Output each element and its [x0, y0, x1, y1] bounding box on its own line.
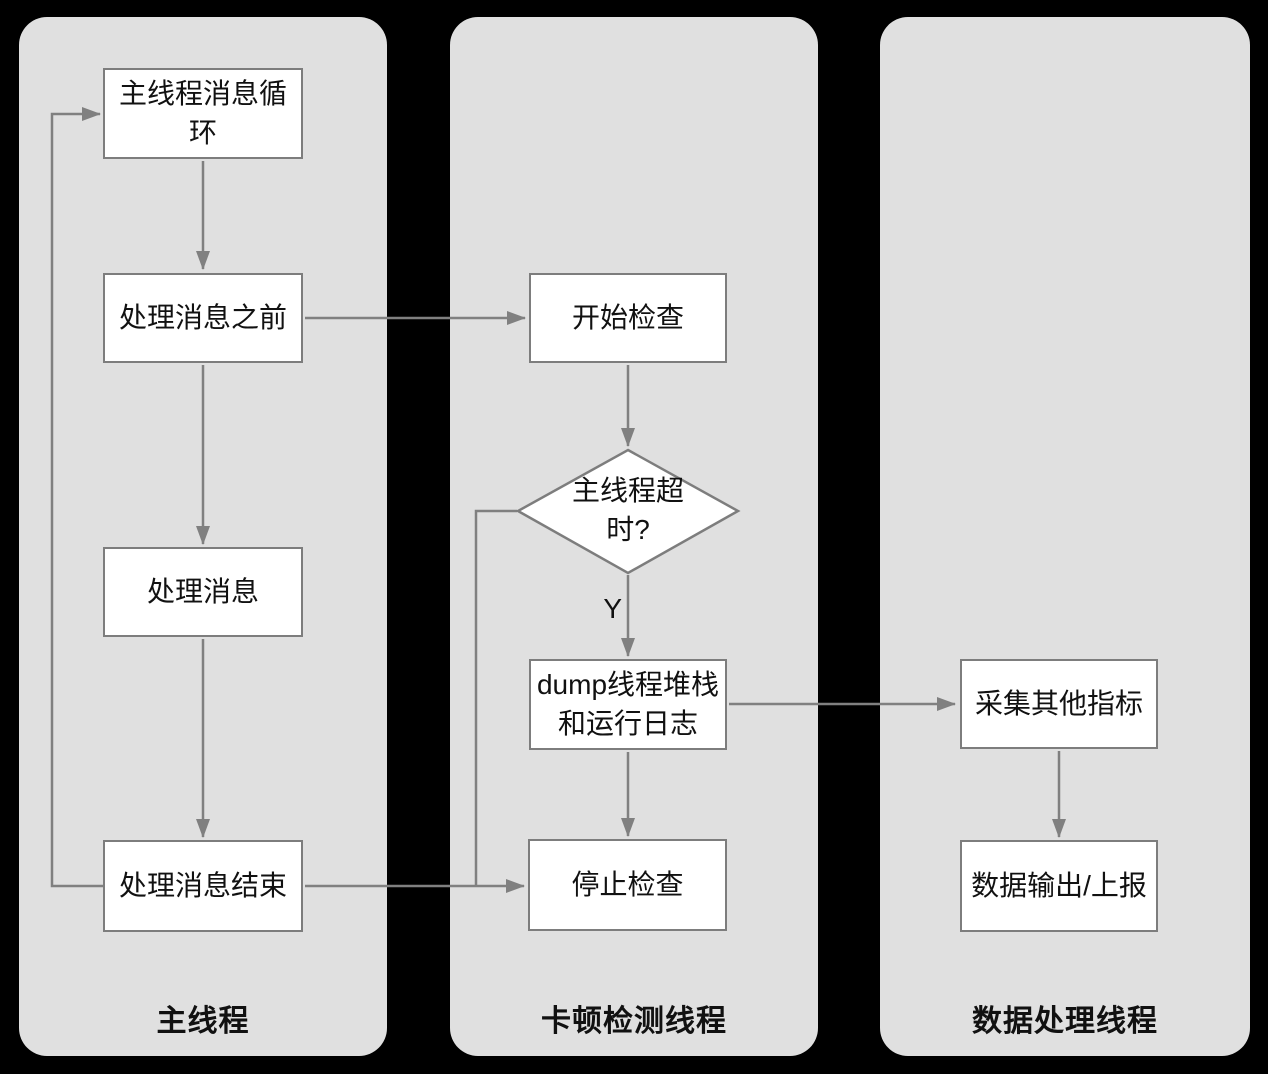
node-handle-msg-end: 处理消息结束	[103, 840, 303, 932]
node-before-handle-msg: 处理消息之前	[103, 273, 303, 363]
node-collect-other-metrics: 采集其他指标	[960, 659, 1158, 749]
node-decision-main-thread-timeout: 主线程超 时?	[571, 475, 684, 545]
decision-diamond-shape	[515, 448, 741, 575]
node-data-output-report: 数据输出/上报	[960, 840, 1158, 932]
lane-label-data-processing-thread: 数据处理线程	[972, 1005, 1158, 1038]
node-main-msg-loop: 主线程消息循 环	[103, 68, 303, 159]
lane-label-stutter-detection-thread: 卡顿检测线程	[541, 1005, 727, 1038]
node-handle-msg: 处理消息	[103, 547, 303, 637]
lane-label-main-thread: 主线程	[156, 1005, 250, 1038]
edge-label-y: Y	[603, 593, 622, 624]
node-dump-stack-and-logs: dump线程堆栈 和运行日志	[529, 659, 727, 750]
node-start-check: 开始检查	[529, 273, 727, 363]
edge-decision-no-to-stop-check	[474, 509, 517, 885]
node-stop-check: 停止检查	[528, 839, 727, 931]
edge-end-msg-loop-back-to-msg-loop	[50, 107, 103, 888]
